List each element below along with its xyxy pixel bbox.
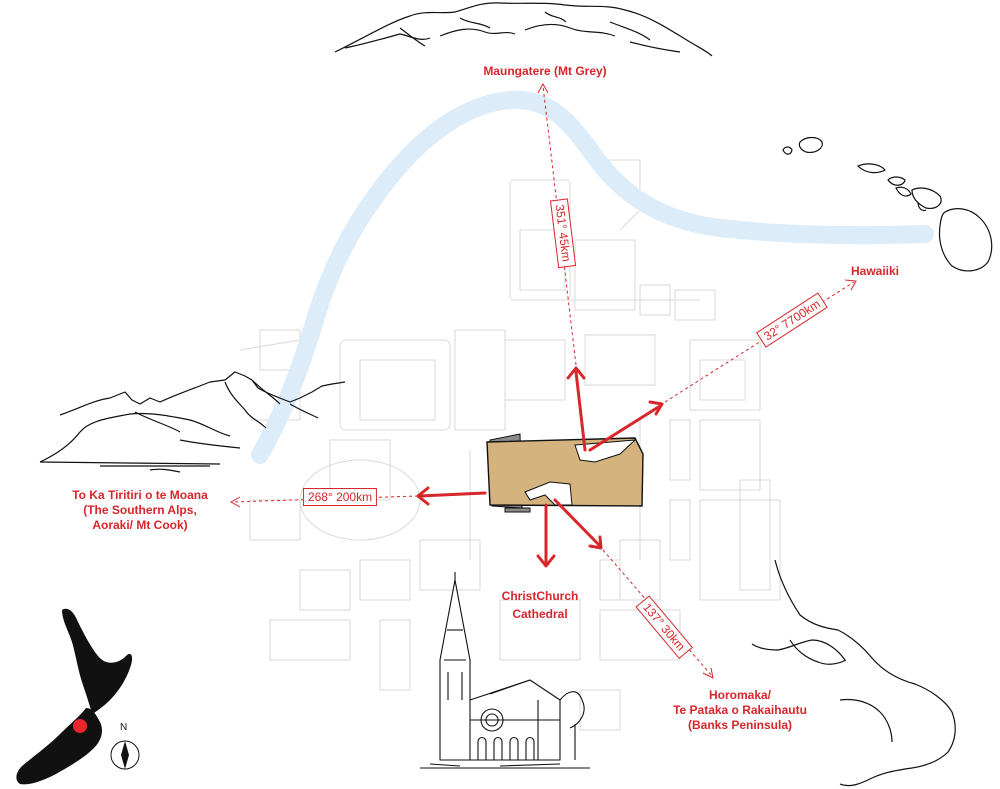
place-label-hawaiki: Hawaiiki [850, 264, 900, 278]
arrowhead-banks-peninsula [588, 535, 603, 550]
north-label: N [120, 722, 128, 733]
bearing-tag-southern-alps: 268° 200km [302, 488, 378, 506]
place-label-banks-peninsula-line-2: Te Pataka o Rakaihautu [673, 703, 807, 717]
bearing-line-southern-alps [231, 495, 419, 503]
arrowhead-hawaiki [648, 400, 664, 416]
street-blocks [239, 159, 781, 731]
place-label-banks-peninsula: Horomaka/ Te Pataka o Rakaihautu (Banks … [640, 688, 840, 733]
place-label-southern-alps-line-2: (The Southern Alps, [83, 503, 197, 517]
arrow-to-hawaiki [588, 404, 662, 452]
place-label-cathedral-line-1: ChristChurch [501, 589, 579, 603]
direction-arrows [416, 366, 664, 568]
avon-river [251, 90, 934, 464]
place-label-southern-alps-line-3: Aoraki/ Mt Cook) [92, 518, 188, 532]
place-label-cathedral-line-2: Cathedral [512, 607, 568, 621]
place-label-cathedral: ChristChurch Cathedral [480, 587, 600, 623]
christchurch-location-marker [73, 719, 87, 733]
mt-grey-sketch [334, 2, 713, 57]
bearing-line-banks-peninsula [602, 549, 713, 677]
place-label-mt-grey: Maungatere (Mt Grey) [483, 64, 607, 78]
southern-alps-sketch [39, 371, 346, 473]
north-arrow [110, 740, 140, 770]
place-label-southern-alps-line-1: To Ka Tiritiri o te Moana [72, 488, 208, 502]
cathedral-sketch [420, 572, 590, 769]
place-label-banks-peninsula-line-1: Horomaka/ [708, 688, 772, 702]
new-zealand-inset [16, 608, 133, 785]
arrow-to-southern-alps [418, 491, 487, 498]
arrowhead-mt-grey [566, 366, 586, 380]
place-label-southern-alps: To Ka Tiritiri o te Moana (The Southern … [60, 488, 220, 533]
arrow-to-mt-grey [574, 370, 587, 452]
bearing-arrowheads [229, 82, 857, 679]
arrow-to-banks-peninsula [553, 498, 602, 548]
site-building [486, 433, 644, 513]
place-label-banks-peninsula-line-3: (Banks Peninsula) [687, 718, 793, 732]
banks-peninsula-coastline [751, 559, 956, 787]
arrowhead-cathedral [536, 554, 556, 568]
hawaii-islands [782, 136, 993, 272]
